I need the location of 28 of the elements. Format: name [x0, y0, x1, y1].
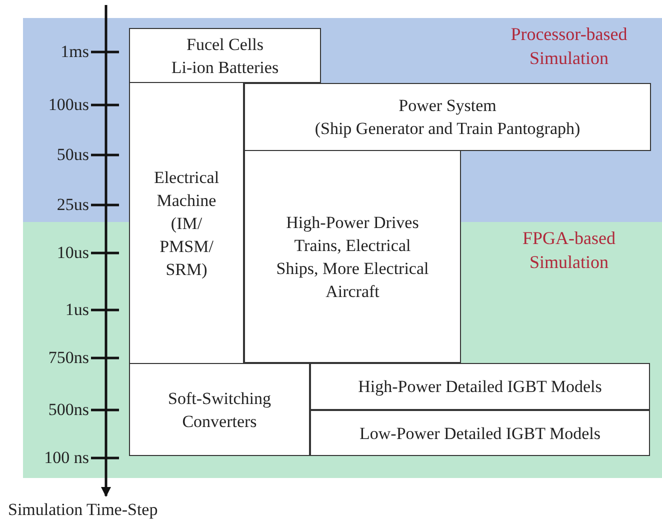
box-text: Power System — [398, 95, 496, 117]
tick-label: 750ns — [48, 347, 89, 369]
category-box — [244, 150, 461, 363]
box-text: Low-Power Detailed IGBT Models — [360, 422, 600, 444]
category-box — [244, 83, 651, 151]
tick-label: 1ms — [60, 41, 89, 63]
category-box — [310, 410, 650, 456]
box-text: (Ship Generator and Train Pantograph) — [314, 118, 580, 140]
category-box — [310, 363, 650, 410]
tick-label: 100 ns — [44, 447, 89, 469]
tick-label: 10us — [56, 242, 89, 264]
region-label: FPGA-based Simulation — [522, 227, 616, 274]
box-text: High-Power Drives Trains, Electrical Ships, More Electrical Aircraft — [275, 212, 430, 302]
axis-title: Simulation Time-Step — [8, 499, 158, 521]
category-box — [129, 82, 244, 364]
tick-label: 50us — [56, 144, 89, 166]
tick-label: 1us — [65, 299, 89, 321]
box-text: Soft-Switching Converters — [167, 388, 272, 432]
box-text: Fucel Cells — [186, 34, 264, 56]
box-text: Electrical Machine (IM/ PMSM/ SRM) — [152, 166, 220, 280]
category-box — [129, 363, 310, 456]
tick-label: 500ns — [48, 399, 89, 421]
box-text: High-Power Detailed IGBT Models — [358, 376, 602, 398]
box-text: Li-ion Batteries — [171, 56, 279, 78]
category-box — [129, 28, 321, 83]
tick-label: 25us — [56, 194, 89, 216]
region-label: Processor-based Simulation — [510, 23, 628, 70]
tick-label: 100us — [48, 94, 89, 116]
